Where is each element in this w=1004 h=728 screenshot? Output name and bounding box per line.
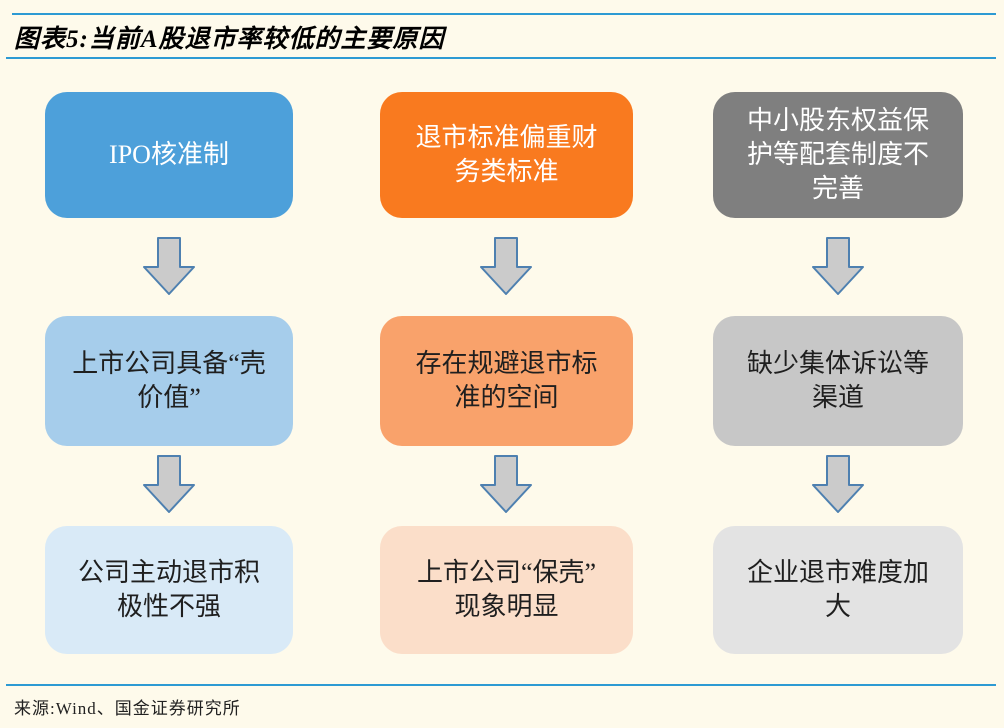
- figure-title: 图表5:当前A股退市率较低的主要原因: [14, 26, 445, 53]
- flow-box-minority-protection: 中小股东权益保 护等配套制度不 完善: [713, 92, 963, 218]
- down-arrow-icon: [143, 237, 195, 295]
- flow-box-shell-preservation: 上市公司“保壳” 现象明显: [380, 526, 633, 654]
- down-arrow-icon: [143, 455, 195, 513]
- flow-box-low-voluntary-delisting: 公司主动退市积 极性不强: [45, 526, 293, 654]
- flow-box-delisting-difficulty: 企业退市难度加 大: [713, 526, 963, 654]
- down-arrow-icon: [480, 237, 532, 295]
- source-note: 来源:Wind、国金证券研究所: [14, 699, 241, 718]
- top-divider: [12, 13, 996, 15]
- title-divider: [6, 57, 996, 59]
- down-arrow-icon: [812, 455, 864, 513]
- flow-box-no-class-action: 缺少集体诉讼等 渠道: [713, 316, 963, 446]
- flow-box-shell-value: 上市公司具备“壳 价值”: [45, 316, 293, 446]
- bottom-divider: [6, 684, 996, 686]
- flow-box-evasion-room: 存在规避退市标 准的空间: [380, 316, 633, 446]
- flow-box-financial-standards: 退市标准偏重财 务类标准: [380, 92, 633, 218]
- down-arrow-icon: [480, 455, 532, 513]
- flow-box-ipo-approval: IPO核准制: [45, 92, 293, 218]
- down-arrow-icon: [812, 237, 864, 295]
